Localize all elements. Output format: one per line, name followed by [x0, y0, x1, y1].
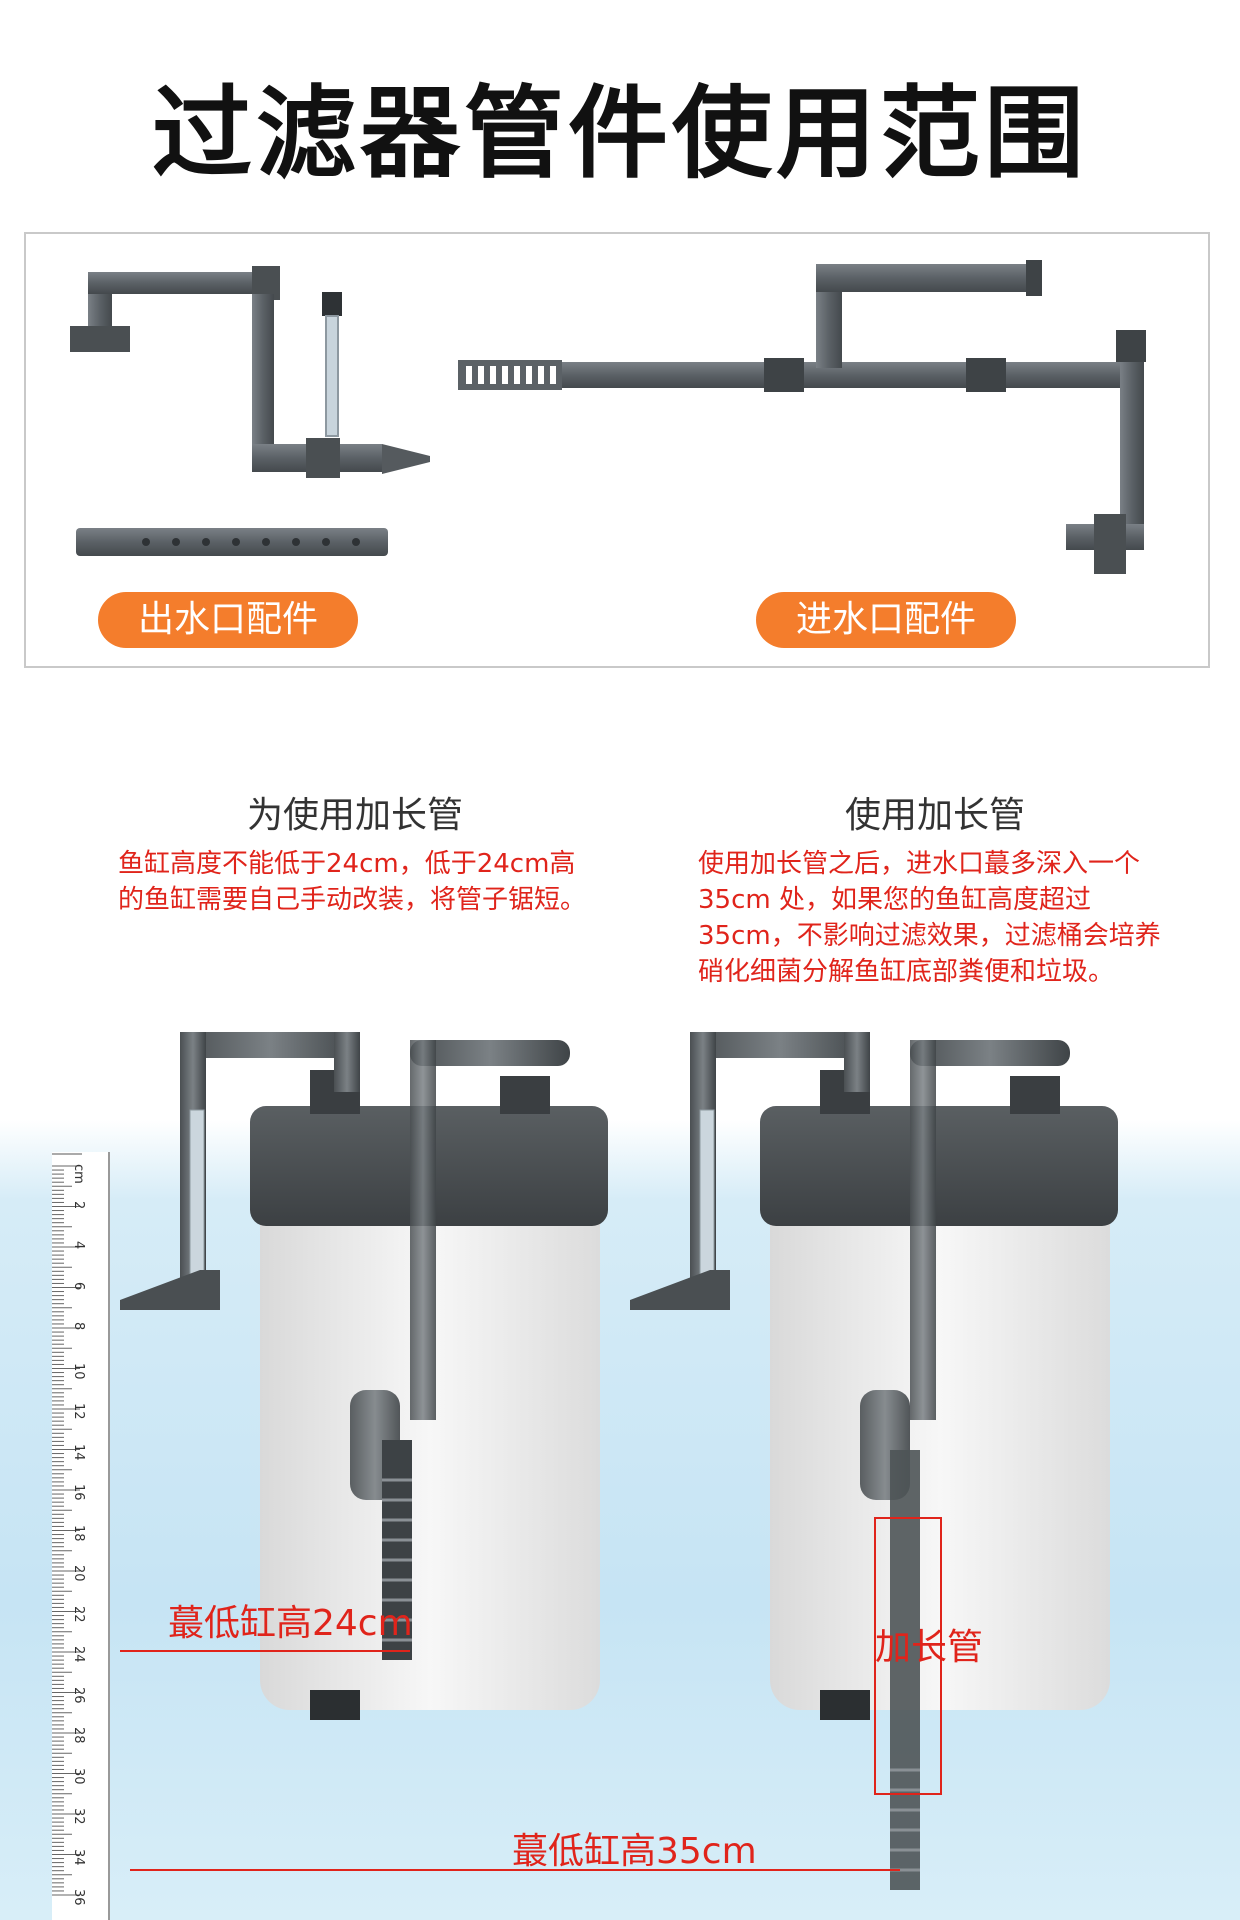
inlet-accessory-badge: 进水口配件: [756, 592, 1016, 648]
ruler-number: 12: [71, 1403, 86, 1420]
ruler-ticks: [52, 1153, 82, 1896]
ruler-number: 16: [71, 1484, 86, 1501]
right-heading: 使用加长管: [844, 795, 1025, 836]
ruler-number: 22: [71, 1605, 86, 1623]
ruler-number: 26: [71, 1686, 86, 1704]
ruler-unit: cm: [71, 1164, 86, 1184]
left-heading: 为使用加长管: [246, 795, 463, 836]
ruler-number: 10: [71, 1362, 86, 1380]
ruler-number: 20: [71, 1565, 86, 1582]
left-note: 鱼缸高度不能低于24cm，低于24cm高的鱼缸需要自己手动改装，将管子锯短。: [118, 849, 587, 915]
ruler-number: 18: [71, 1524, 86, 1542]
ruler-number: 28: [71, 1727, 86, 1744]
ruler-number: 14: [71, 1443, 86, 1461]
accessories-panel: 出水口配件 进水口配件: [24, 232, 1210, 668]
ruler-number: 4: [71, 1241, 86, 1250]
filters-illustration: [120, 1032, 1118, 1890]
ruler-number: 2: [71, 1200, 86, 1209]
ruler-number: 8: [71, 1322, 86, 1331]
ruler-number: 32: [71, 1808, 86, 1825]
extension-pipe-label: 加长管: [875, 1627, 984, 1668]
inlet-pipe-icon: [458, 260, 1146, 574]
right-filter-unit: [630, 1032, 1118, 1890]
accessories-illustration: [70, 260, 1146, 574]
right-note: 使用加长管之后，进水口蕞多深入一个35cm 处，如果您的鱼缸高度超过35cm，不…: [698, 849, 1161, 987]
outlet-pipe-icon: [70, 266, 430, 556]
outlet-accessory-badge: 出水口配件: [98, 592, 358, 648]
ruler-number: 6: [71, 1281, 86, 1290]
min-height-35cm-label: 蕞低缸高35cm: [512, 1831, 757, 1872]
ruler-number: 34: [71, 1848, 86, 1866]
extension-pipe-highlight: [874, 1517, 942, 1795]
ruler-number: 24: [71, 1646, 86, 1663]
left-filter-unit: [120, 1032, 608, 1720]
ruler-number: 36: [71, 1889, 86, 1906]
page-title: 过滤器管件使用范围: [152, 75, 1088, 192]
ruler-number: 30: [71, 1767, 86, 1785]
min-height-24cm-label: 蕞低缸高24cm: [168, 1603, 413, 1644]
